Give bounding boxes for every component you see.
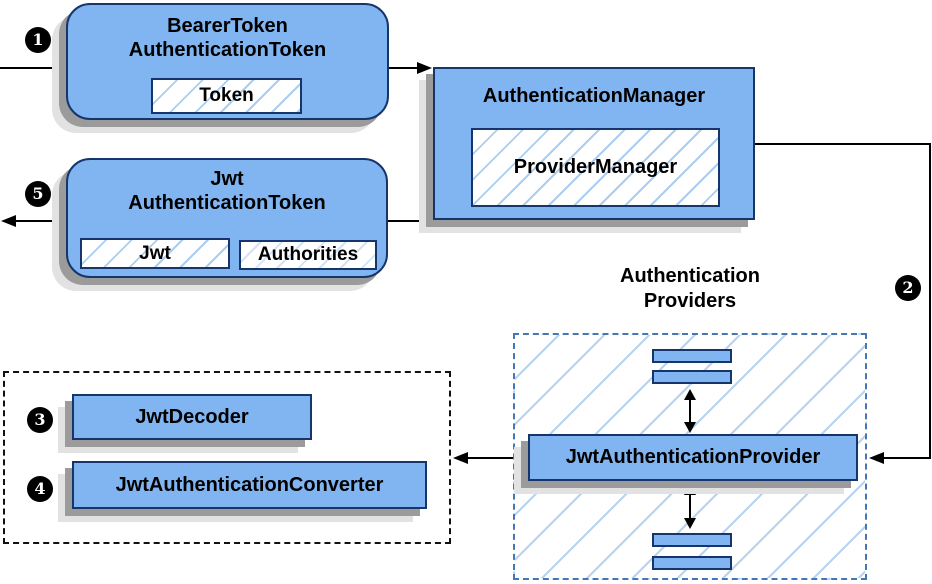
authentication-manager-node: AuthenticationManager ProviderManager	[433, 67, 755, 220]
double-arrow-bottom-up-head	[684, 484, 696, 495]
double-arrow-top-line	[689, 398, 691, 424]
jwt-authentication-provider-node: JwtAuthenticationProvider	[528, 434, 858, 481]
provider-placeholder-bar-top-1	[652, 349, 732, 363]
bearer-token-node-title: BearerToken AuthenticationToken	[68, 14, 387, 62]
jwt-inner-box: Jwt	[80, 238, 230, 269]
step-badge-3: 3	[27, 407, 53, 433]
provider-manager-inner-box: ProviderManager	[471, 128, 720, 207]
double-arrow-top-down-head	[684, 422, 696, 433]
jwt-authentication-provider-label: JwtAuthenticationProvider	[565, 446, 821, 468]
jwt-authentication-token-node: Jwt AuthenticationToken Jwt Authorities	[66, 158, 388, 278]
bearer-token-title-line2: AuthenticationToken	[128, 39, 327, 61]
arrow-provider-to-decoder-head	[453, 452, 468, 464]
bearer-token-authentication-token-node: BearerToken AuthenticationToken Token	[66, 3, 389, 120]
arrow-provider-to-decoder-line	[468, 457, 513, 459]
arrow-bearer-to-manager-head	[417, 62, 432, 74]
jwt-authentication-converter-label: JwtAuthenticationConverter	[115, 474, 384, 496]
authentication-providers-label-line2: Providers	[643, 290, 737, 312]
double-arrow-bottom-down-head	[684, 518, 696, 529]
provider-placeholder-bar-bottom-2	[652, 556, 732, 570]
double-arrow-top-up-head	[684, 389, 696, 400]
token-inner-box: Token	[151, 78, 302, 114]
double-arrow-bottom-line	[689, 493, 691, 519]
provider-placeholder-bar-bottom-1	[652, 533, 732, 547]
flow-line-outgoing-head	[1, 215, 16, 227]
arrow-manager-to-provider-bottom-segment	[882, 457, 931, 459]
step-badge-5: 5	[25, 181, 51, 207]
decoder-converter-container	[3, 371, 451, 544]
flow-line-incoming	[0, 67, 66, 69]
bearer-token-title-line1: BearerToken	[167, 15, 288, 37]
arrow-manager-to-provider-head	[869, 452, 884, 464]
arrow-bearer-to-manager-line	[389, 67, 419, 69]
jwt-authentication-converter-node: JwtAuthenticationConverter	[72, 461, 427, 509]
provider-placeholder-bar-top-2	[652, 370, 732, 384]
jwt-decoder-label: JwtDecoder	[135, 406, 249, 428]
arrow-manager-to-provider-top-segment	[755, 143, 931, 145]
jwt-token-title-line1: Jwt	[210, 168, 244, 190]
authentication-providers-label-line1: Authentication	[620, 265, 760, 287]
flow-line-outgoing	[14, 220, 66, 222]
jwt-token-node-title: Jwt AuthenticationToken	[68, 167, 386, 215]
step-badge-2: 2	[895, 275, 921, 301]
line-manager-to-jwt-token	[388, 220, 433, 222]
authentication-providers-label: Authentication Providers	[590, 264, 790, 314]
jwt-token-title-line2: AuthenticationToken	[128, 192, 326, 214]
jwt-decoder-node: JwtDecoder	[72, 394, 312, 440]
authentication-manager-title: AuthenticationManager	[482, 85, 706, 107]
authorities-inner-box: Authorities	[239, 240, 377, 270]
step-badge-4: 4	[27, 476, 53, 502]
step-badge-1: 1	[25, 27, 51, 53]
arrow-manager-to-provider-vertical-segment	[929, 143, 931, 459]
